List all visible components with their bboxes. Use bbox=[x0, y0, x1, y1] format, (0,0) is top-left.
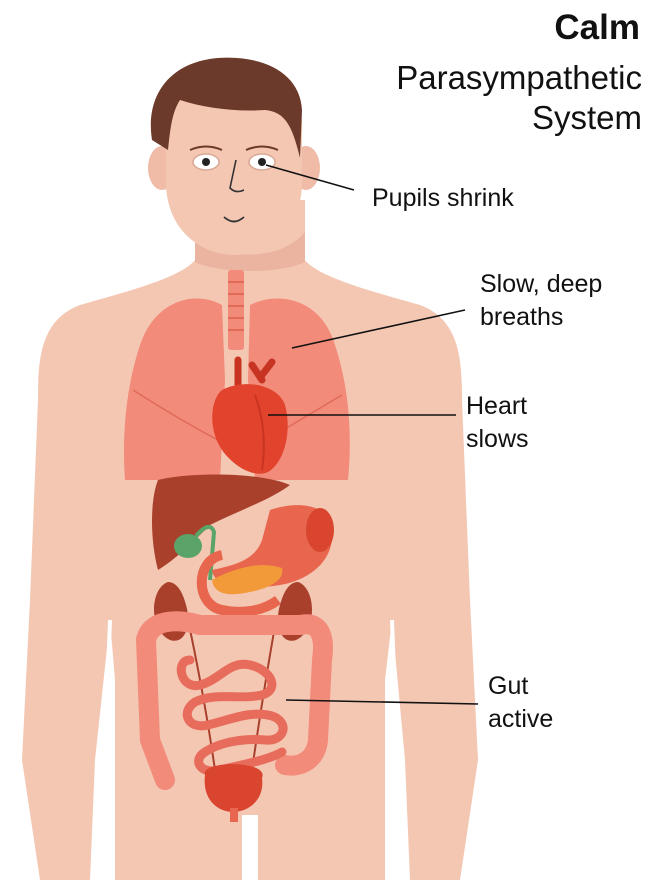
gallbladder bbox=[174, 534, 202, 558]
label-heart-line2: slows bbox=[466, 423, 529, 456]
title-system-line2: System bbox=[342, 98, 642, 138]
label-gut: Gut active bbox=[488, 670, 553, 736]
urethra bbox=[230, 808, 238, 822]
title-system-line1: Parasympathetic bbox=[342, 58, 642, 98]
spleen bbox=[306, 508, 334, 552]
label-gut-line2: active bbox=[488, 703, 553, 736]
label-pupils: Pupils shrink bbox=[372, 182, 514, 215]
trachea bbox=[228, 270, 244, 350]
label-heart: Heart slows bbox=[466, 390, 529, 456]
groin-gap bbox=[242, 815, 258, 880]
label-breaths-line2: breaths bbox=[480, 301, 602, 334]
title-calm: Calm bbox=[554, 8, 640, 48]
label-breaths-line1: Slow, deep bbox=[480, 268, 602, 301]
title-system: Parasympathetic System bbox=[342, 58, 642, 138]
label-heart-line1: Heart bbox=[466, 390, 529, 423]
label-breaths: Slow, deep breaths bbox=[480, 268, 602, 334]
label-gut-line1: Gut bbox=[488, 670, 553, 703]
